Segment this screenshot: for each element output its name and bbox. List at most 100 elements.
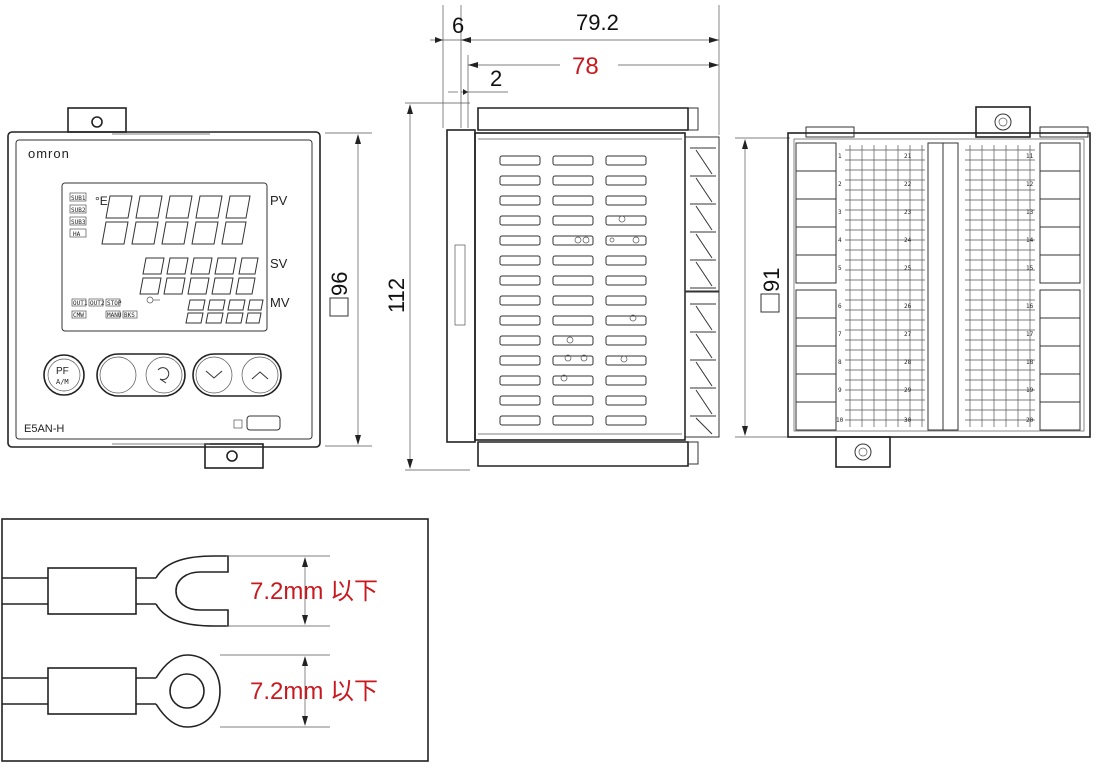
chevron-up-icon (251, 371, 269, 380)
crimp-terminal-spec: 7.2mm 以下 7.2mm 以下 (1, 518, 429, 762)
terminal-grid (845, 145, 1035, 427)
terminal-numbers-right: 11 12 13 14 15 16 17 18 19 20 (1026, 153, 1034, 424)
screw-icon (854, 443, 872, 461)
brand-logo: omron (28, 146, 70, 161)
svg-text:MANU: MANU (107, 312, 122, 319)
svg-text:26: 26 (904, 303, 912, 310)
top-clip-side (477, 107, 689, 131)
vent-slots (499, 155, 647, 426)
svg-text:8: 8 (838, 359, 842, 366)
svg-text:4: 4 (838, 237, 842, 244)
rear-housing (787, 132, 1091, 438)
svg-text:18: 18 (1026, 359, 1034, 366)
svg-text:28: 28 (904, 359, 912, 366)
fork-limit: 7.2mm 以下 (250, 578, 378, 605)
svg-text:12: 12 (1026, 181, 1034, 188)
svg-text:22: 22 (904, 181, 912, 188)
screw-icon (994, 113, 1012, 131)
left-indicators: SUB1 SUB2 SUB3 HA (69, 192, 87, 238)
mv-label: MV (270, 295, 290, 310)
terminal-numbers-left: 1 2 3 4 5 6 7 8 9 10 (836, 153, 844, 424)
clip-screw-icon (226, 450, 238, 462)
setup-port (246, 415, 281, 431)
down-key[interactable] (195, 356, 233, 394)
svg-text:SUB3: SUB3 (71, 219, 86, 226)
body-width-dim: 78 (572, 53, 599, 80)
pv-display (101, 195, 251, 245)
sv-display (139, 257, 259, 295)
svg-text:OUT1: OUT1 (73, 300, 88, 307)
svg-text:21: 21 (904, 153, 912, 160)
front-thickness-dim: 2 (490, 66, 502, 91)
svg-text:7: 7 (838, 331, 842, 338)
terminal-block-side (684, 136, 720, 438)
svg-text:15: 15 (1026, 265, 1034, 272)
svg-text:PF: PF (56, 366, 69, 377)
svg-text:6: 6 (838, 303, 842, 310)
svg-text:16: 16 (1026, 303, 1034, 310)
svg-text:14: 14 (1026, 237, 1034, 244)
front-bezel (7, 131, 321, 448)
bottom-clip-side (477, 441, 689, 467)
ring-hole (169, 673, 205, 709)
total-width-dim: 79.2 (576, 10, 619, 35)
svg-text:A/M: A/M (56, 378, 69, 386)
rear-bottom-clip (835, 436, 891, 468)
model-label: E5AN-H (24, 423, 64, 435)
up-key[interactable] (241, 356, 279, 394)
svg-text:5: 5 (838, 265, 842, 272)
mv-display (185, 299, 264, 324)
svg-text:11: 11 (1026, 153, 1034, 160)
svg-text:SUB1: SUB1 (71, 195, 86, 202)
svg-text:27: 27 (904, 331, 912, 338)
svg-text:9: 9 (838, 387, 842, 394)
top-mount-clip (67, 107, 127, 133)
sv-label: SV (270, 256, 288, 271)
side-view: 6 79.2 78 2 112 (384, 5, 720, 471)
ring-limit: 7.2mm 以下 (250, 678, 378, 705)
svg-text:HA: HA (73, 231, 81, 238)
pf-key[interactable]: PF A/M (43, 354, 85, 396)
updown-key-group[interactable] (192, 353, 282, 397)
svg-text:OUT2: OUT2 (90, 300, 105, 307)
total-height-dim: 112 (384, 278, 409, 313)
clip-screw-icon (91, 116, 103, 128)
svg-text:SUB2: SUB2 (71, 207, 86, 214)
key-icon (146, 296, 154, 304)
chevron-down-icon (205, 370, 223, 379)
mode-key-group[interactable] (96, 353, 186, 397)
rear-top-clip (975, 106, 1031, 138)
housing-side (474, 132, 686, 441)
svg-text:1: 1 (838, 153, 842, 160)
front-panel (15, 139, 313, 440)
svg-text:13: 13 (1026, 209, 1034, 216)
level-key[interactable] (99, 356, 137, 394)
svg-text:17: 17 (1026, 331, 1034, 338)
pv-label: PV (270, 193, 288, 208)
front-view: omron SUB1 SUB2 SUB3 HA °E PV (7, 107, 372, 469)
unit-indicator: °E (95, 194, 108, 208)
rear-terminals-left (795, 142, 837, 431)
svg-text:20: 20 (1026, 417, 1034, 424)
svg-text:10: 10 (836, 417, 844, 424)
front-square-dim: 96 (327, 272, 352, 296)
svg-text:3: 3 (838, 209, 842, 216)
svg-text:24: 24 (904, 237, 912, 244)
panel-offset-dim: 6 (452, 13, 464, 38)
svg-text:CMW: CMW (73, 312, 84, 319)
svg-text:19: 19 (1026, 387, 1034, 394)
status-led (233, 419, 243, 429)
bottom-indicators: OUT1 OUT2 STOP CMW MANU BKS (71, 296, 160, 319)
lcd-window (61, 182, 268, 332)
svg-text:23: 23 (904, 209, 912, 216)
rear-terminals-right (1039, 142, 1081, 431)
svg-text:BKS: BKS (124, 312, 135, 319)
svg-text:30: 30 (904, 417, 912, 424)
svg-text:2: 2 (838, 181, 842, 188)
mode-key[interactable] (145, 356, 183, 394)
return-arrow-icon (157, 367, 170, 384)
fork-terminal: 7.2mm 以下 (2, 555, 378, 627)
svg-text:25: 25 (904, 265, 912, 272)
svg-text:29: 29 (904, 387, 912, 394)
